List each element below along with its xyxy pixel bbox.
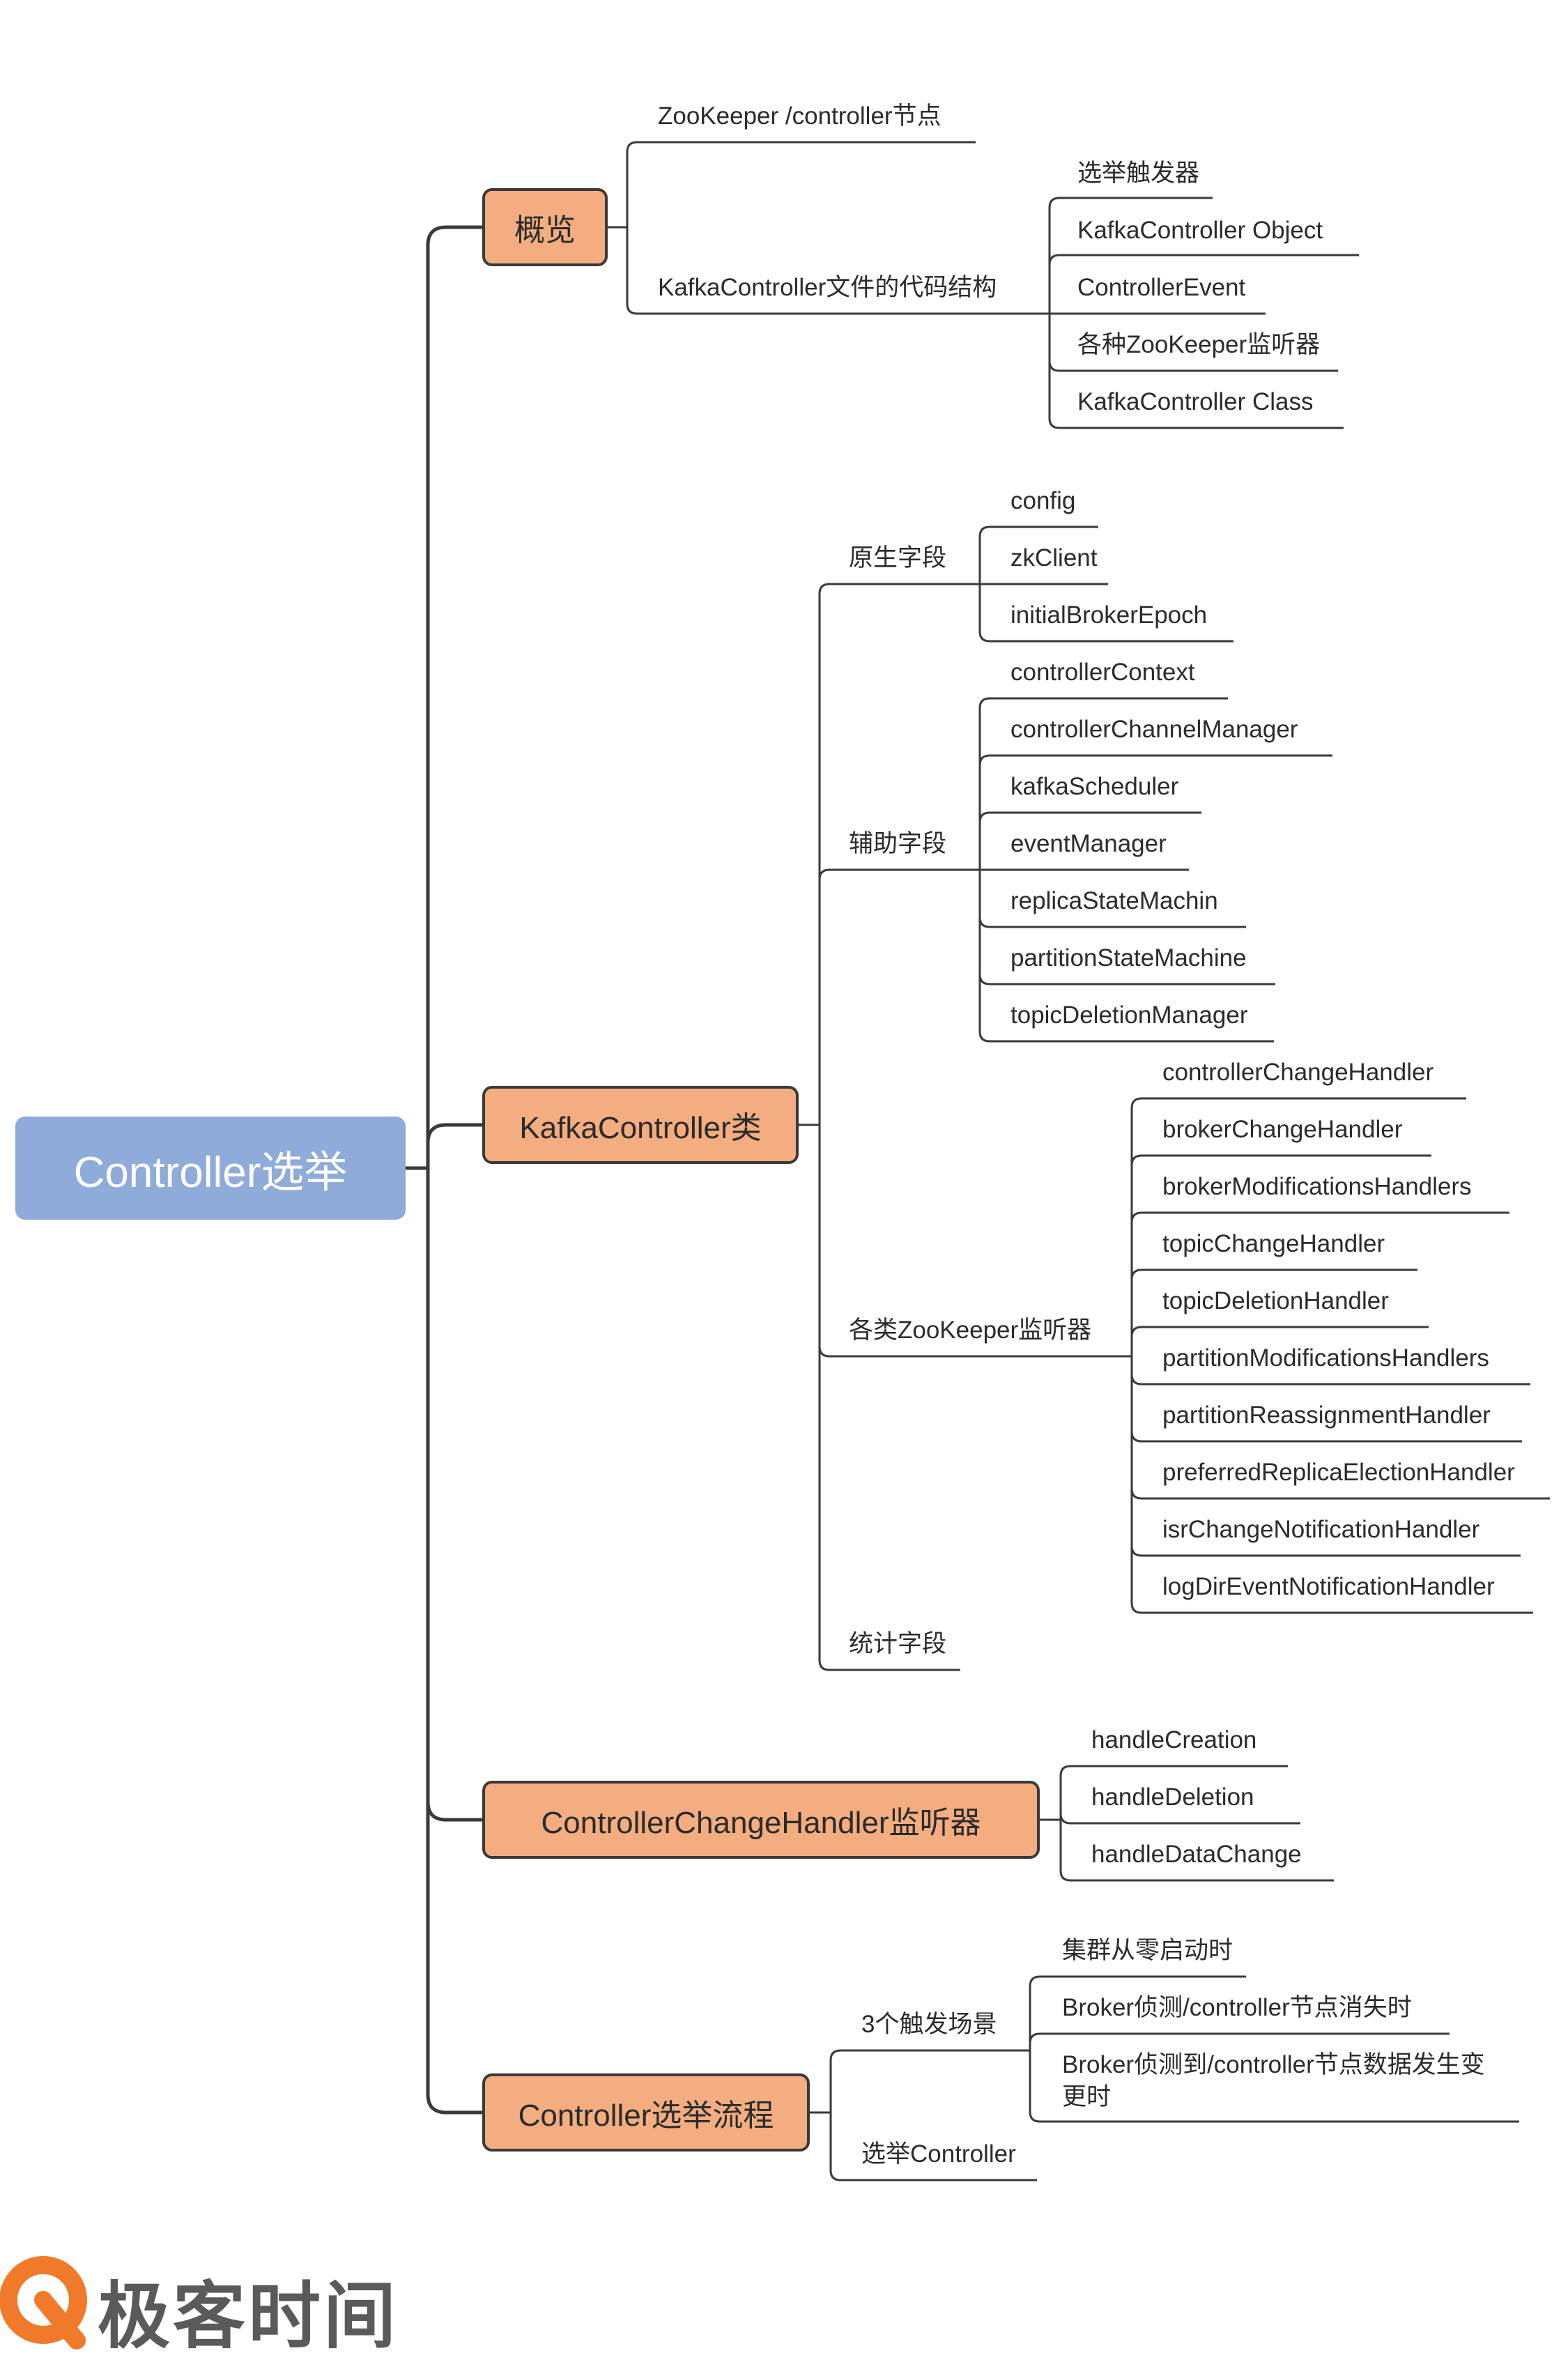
branch-overview[interactable]: 概览 bbox=[482, 188, 608, 266]
connector-branch bbox=[978, 870, 1274, 1043]
connector-branch bbox=[818, 583, 980, 1125]
leaf[interactable]: controllerContext bbox=[1010, 659, 1195, 686]
leaf[interactable]: isrChangeNotificationHandler bbox=[1162, 1516, 1480, 1543]
leaf[interactable]: zkClient bbox=[1010, 544, 1098, 572]
connector-branch bbox=[426, 1168, 482, 1822]
leaf[interactable]: initialBrokerEpoch bbox=[1010, 601, 1208, 629]
leaf[interactable]: topicChangeHandler bbox=[1162, 1230, 1385, 1257]
leaf[interactable]: config bbox=[1010, 487, 1076, 514]
brand-name: 极客时间 bbox=[98, 2276, 399, 2357]
leaf[interactable]: brokerChangeHandler bbox=[1162, 1116, 1403, 1143]
connector-branch bbox=[426, 225, 482, 1168]
leaf[interactable]: 各种ZooKeeper监听器 bbox=[1077, 331, 1321, 358]
connector-branch bbox=[1059, 1813, 1300, 1825]
connector-branch bbox=[1130, 1268, 1417, 1356]
connector-branch bbox=[1130, 1211, 1509, 1356]
connector-branch bbox=[1130, 1154, 1431, 1356]
branch-election-flow[interactable]: Controller选举流程 bbox=[482, 2073, 810, 2152]
leaf[interactable]: Broker侦测到/controller节点数据发生变更时 bbox=[1062, 2051, 1485, 2110]
connector-branch bbox=[978, 754, 1332, 870]
leaf[interactable]: handleDataChange bbox=[1091, 1841, 1302, 1868]
leaf[interactable]: handleDeletion bbox=[1091, 1784, 1254, 1811]
leaf[interactable]: controllerChangeHandler bbox=[1162, 1059, 1434, 1086]
leaf[interactable]: preferredReplicaElectionHandler bbox=[1162, 1459, 1515, 1486]
node-stat-fields[interactable]: 统计字段 bbox=[849, 1630, 947, 1657]
leaf[interactable]: controllerChannelManager bbox=[1010, 716, 1298, 743]
connector-branch bbox=[1059, 1765, 1288, 1820]
leaf[interactable]: KafkaController Class bbox=[1077, 388, 1314, 415]
connector-branch bbox=[829, 2049, 1029, 2112]
leaf[interactable]: kafkaScheduler bbox=[1010, 773, 1179, 800]
connector-branch bbox=[1130, 1326, 1429, 1356]
connector-branch bbox=[626, 227, 1050, 315]
connector-branch bbox=[978, 584, 1233, 643]
connector-branch bbox=[978, 811, 1201, 870]
connector-branch bbox=[978, 697, 1228, 870]
brand-logo-icon bbox=[0, 2256, 87, 2349]
leaf[interactable]: handleCreation bbox=[1091, 1726, 1257, 1754]
node-aux-fields[interactable]: 辅助字段 bbox=[849, 830, 947, 857]
leaf[interactable]: brokerModificationsHandlers bbox=[1162, 1173, 1472, 1200]
leaf[interactable]: 选举触发器 bbox=[1077, 160, 1200, 187]
connector-branch bbox=[1029, 2032, 1450, 2050]
connector-branch bbox=[818, 868, 980, 1125]
branch-controllerchangehandler[interactable]: ControllerChangeHandler监听器 bbox=[482, 1781, 1040, 1859]
connector-branch bbox=[978, 526, 1098, 584]
connector-branch bbox=[426, 1168, 482, 2115]
leaf[interactable]: partitionReassignmentHandler bbox=[1162, 1402, 1491, 1429]
node-elect-controller[interactable]: 选举Controller bbox=[861, 2140, 1016, 2168]
node-three-triggers[interactable]: 3个触发场景 bbox=[861, 2011, 997, 2038]
leaf[interactable]: Broker侦测/controller节点消失时 bbox=[1062, 1994, 1412, 2021]
connector-branch bbox=[1048, 254, 1359, 314]
leaf[interactable]: replicaStateMachin bbox=[1010, 887, 1218, 914]
node-zk-listeners[interactable]: 各类ZooKeeper监听器 bbox=[849, 1317, 1092, 1344]
connector-branch bbox=[1048, 314, 1344, 429]
connector-branch bbox=[1029, 1975, 1246, 2050]
leaf[interactable]: logDirEventNotificationHandler bbox=[1162, 1573, 1495, 1600]
leaf[interactable]: topicDeletionManager bbox=[1010, 1002, 1248, 1029]
leaf[interactable]: partitionModificationsHandlers bbox=[1162, 1344, 1489, 1372]
connector-branch bbox=[1048, 197, 1213, 314]
connector-branch bbox=[1029, 2050, 1519, 2123]
leaf[interactable]: partitionStateMachine bbox=[1010, 944, 1247, 972]
connector-branch bbox=[626, 141, 976, 227]
connector-branch bbox=[1059, 1820, 1334, 1882]
node-code-structure[interactable]: KafkaController文件的代码结构 bbox=[658, 274, 997, 301]
leaf[interactable]: topicDeletionHandler bbox=[1162, 1287, 1389, 1314]
connector-branch bbox=[829, 2112, 1037, 2181]
node-native-fields[interactable]: 原生字段 bbox=[849, 544, 947, 572]
root-node[interactable]: Controller选举 bbox=[15, 1117, 406, 1220]
connector-branch bbox=[818, 1125, 960, 1671]
leaf[interactable]: KafkaController Object bbox=[1077, 217, 1323, 244]
node-zookeeper-controller[interactable]: ZooKeeper /controller节点 bbox=[658, 102, 941, 130]
connector-branch bbox=[426, 1123, 482, 1168]
connector-branch bbox=[1130, 1356, 1533, 1614]
leaf[interactable]: ControllerEvent bbox=[1077, 274, 1246, 301]
connector-branch bbox=[1130, 1097, 1466, 1356]
branch-kafkacontroller-class[interactable]: KafkaController类 bbox=[482, 1086, 799, 1164]
leaf[interactable]: eventManager bbox=[1010, 830, 1167, 857]
leaf[interactable]: 集群从零启动时 bbox=[1062, 1937, 1233, 1964]
